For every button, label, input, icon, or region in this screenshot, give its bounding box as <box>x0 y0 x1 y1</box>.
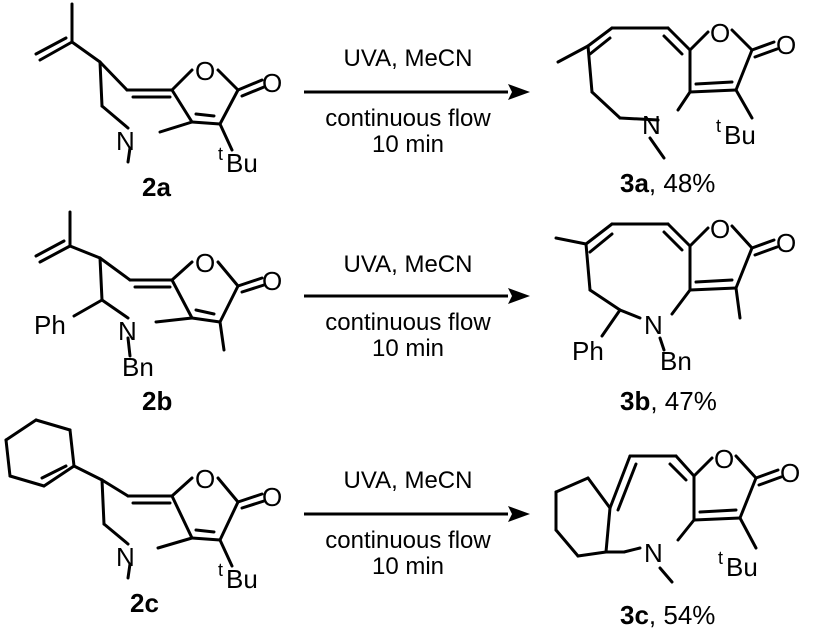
atom-o-carbonyl: O <box>780 458 800 488</box>
yield-3b: , 47% <box>650 386 717 416</box>
arrow-head <box>508 84 530 100</box>
condition-reagents: UVA, MeCN <box>344 45 473 72</box>
label-3c: 3c <box>620 600 649 630</box>
condition-flow: continuous flow <box>325 105 491 132</box>
atom-o-ring: O <box>195 56 215 86</box>
atom-n: N <box>116 126 135 156</box>
label-3a-group: 3a, 48% <box>620 168 715 198</box>
atom-n: N <box>644 538 663 568</box>
atom-ph: Ph <box>572 336 604 366</box>
atom-o-ring: O <box>195 248 215 278</box>
label-2c: 2c <box>130 588 159 618</box>
atom-o-ring: O <box>195 464 215 494</box>
atom-o-carbonyl: O <box>262 266 282 296</box>
bonds-3a <box>556 26 779 160</box>
label-2b: 2b <box>142 386 172 416</box>
label-3b-group: 3b, 47% <box>620 386 717 416</box>
atom-o-ring: O <box>714 444 734 474</box>
atom-tbu: Bu <box>226 148 258 178</box>
yield-3a: , 48% <box>649 168 716 198</box>
atom-tbu-sup: t <box>218 144 223 164</box>
condition-time: 10 min <box>372 553 444 580</box>
label-3c-group: 3c, 54% <box>620 600 715 630</box>
bonds-2b <box>34 210 266 358</box>
atom-tbu: Bu <box>726 552 758 582</box>
atom-o-carbonyl: O <box>262 482 282 512</box>
bonds-2c <box>4 418 266 580</box>
condition-time: 10 min <box>372 131 444 158</box>
svg-text:3c, 54%: 3c, 54% <box>620 600 715 630</box>
conditions-3: UVA, MeCN continuous flow 10 min <box>304 467 530 580</box>
bonds-3c <box>554 454 783 584</box>
label-2a: 2a <box>142 172 171 202</box>
atom-o-carbonyl: O <box>262 68 282 98</box>
structure-3b: O O N Ph Bn <box>554 214 796 376</box>
atom-o-carbonyl: O <box>776 228 796 258</box>
svg-text:3b, 47%: 3b, 47% <box>620 386 717 416</box>
atom-n: N <box>642 110 661 140</box>
atom-n: N <box>644 310 663 340</box>
structure-2a: O O N t Bu <box>34 2 282 178</box>
label-3a: 3a <box>620 168 649 198</box>
atom-tbu-sup: t <box>218 560 223 580</box>
atom-tbu-sup: t <box>718 548 723 568</box>
reaction-3: O O N t Bu 2c UVA, MeCN continuous flow … <box>4 418 800 630</box>
atom-tbu: Bu <box>724 120 756 150</box>
condition-reagents: UVA, MeCN <box>344 467 473 494</box>
structure-2c: O O N t Bu <box>4 418 282 594</box>
condition-time: 10 min <box>372 335 444 362</box>
condition-reagents: UVA, MeCN <box>344 251 473 278</box>
atom-o-ring: O <box>710 214 730 244</box>
arrow-head <box>508 288 530 304</box>
atom-tbu-sup: t <box>716 116 721 136</box>
atom-bn: Bn <box>122 352 154 382</box>
atom-n: N <box>116 542 135 572</box>
structure-2b: O O N Ph Bn <box>34 210 282 382</box>
atom-n: N <box>118 316 137 346</box>
svg-text:3a, 48%: 3a, 48% <box>620 168 715 198</box>
atom-o-carbonyl: O <box>776 30 796 60</box>
bonds-3b <box>554 222 779 352</box>
yield-3c: , 54% <box>649 600 716 630</box>
atom-tbu: Bu <box>226 564 258 594</box>
arrow-head <box>508 506 530 522</box>
atom-o-ring: O <box>710 18 730 48</box>
reaction-2: O O N Ph Bn 2b UVA, MeCN continuous flow… <box>34 210 796 416</box>
atom-bn: Bn <box>660 346 692 376</box>
bonds-2a <box>34 2 266 164</box>
structure-3c: O O N t Bu <box>554 444 800 584</box>
conditions-1: UVA, MeCN continuous flow 10 min <box>304 45 530 158</box>
atom-ph: Ph <box>34 310 66 340</box>
conditions-2: UVA, MeCN continuous flow 10 min <box>304 251 530 362</box>
structure-3a: O O N t Bu <box>556 18 796 160</box>
condition-flow: continuous flow <box>325 527 491 554</box>
reaction-1: O O N t Bu 2a UVA, MeCN continuous flow … <box>34 2 796 202</box>
condition-flow: continuous flow <box>325 309 491 336</box>
label-3b: 3b <box>620 386 650 416</box>
